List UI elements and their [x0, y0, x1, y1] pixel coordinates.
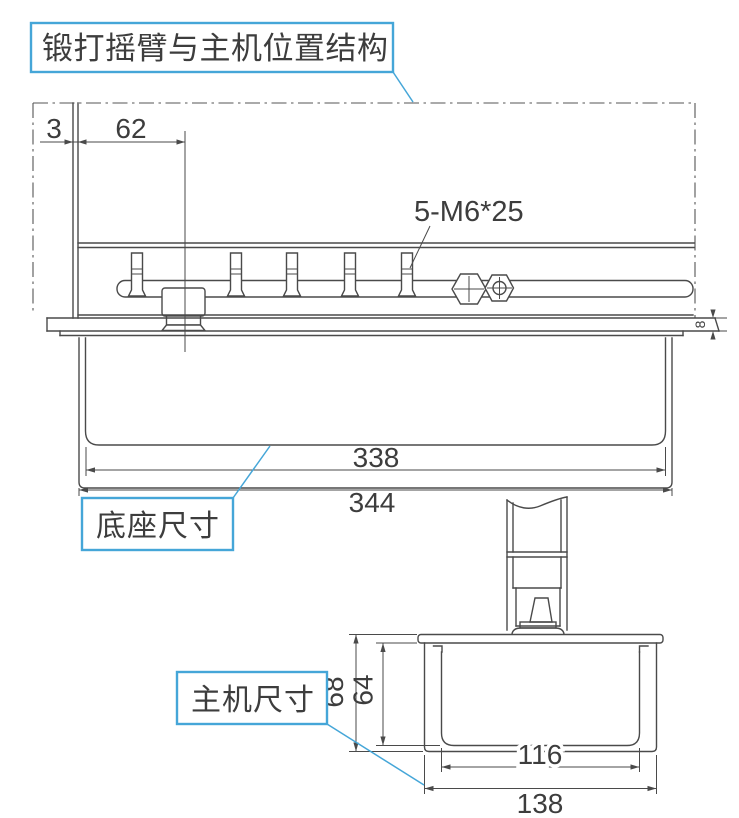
bolt-spec-leader: [409, 225, 431, 269]
bolt-spec-callout: 5-M6*25: [409, 196, 524, 269]
dim-62: 62: [115, 113, 146, 144]
stud-3: [282, 252, 302, 297]
dim-138: 138: [517, 788, 564, 818]
stud-4: [340, 252, 360, 297]
dim-116: 116: [518, 739, 563, 770]
base-leader-line: [232, 445, 271, 499]
dim-base-outer-width: 344: [78, 487, 673, 518]
host-callout-box: [175, 670, 329, 726]
stud-2: [226, 252, 246, 297]
title-callout: 锻打摇臂与主机位置结构: [29, 21, 414, 103]
clamp-block: [160, 287, 207, 332]
host-tray-outer: [423, 642, 658, 753]
rocker-arm-assembly: [72, 102, 695, 332]
hex-bolt-head-1: [451, 273, 487, 305]
base-callout-box: [80, 496, 235, 552]
base-callout: 底座尺寸: [80, 445, 271, 552]
machine-phantom-outline: [32, 102, 696, 318]
rocker-column: [506, 496, 568, 635]
stud-5: [397, 252, 417, 297]
hex-bolt-head-2: [484, 274, 515, 302]
host-unit: [417, 633, 664, 753]
dim-host-inner-width: 116: [441, 736, 640, 774]
host-leader-line: [326, 723, 425, 786]
host-top-plate: [417, 633, 664, 644]
dim-338: 338: [353, 442, 400, 473]
dim-8: 8: [692, 320, 708, 328]
base-plate: [46, 317, 720, 337]
drawing-title: 锻打摇臂与主机位置结构: [42, 31, 389, 66]
host-tray-inner: [440, 651, 641, 747]
title-box: [29, 21, 395, 74]
dim-plate-thickness: 8: [692, 309, 727, 340]
base-callout-label: 底座尺寸: [96, 510, 220, 543]
host-callout-label: 主机尺寸: [191, 684, 315, 717]
stud-1: [127, 252, 147, 297]
base-tray: [78, 337, 673, 489]
title-leader-line: [392, 71, 414, 103]
dim-host-outer-width: 138: [424, 755, 657, 818]
bolt-spec-label: 5-M6*25: [414, 196, 524, 228]
dim-host-inner-height: 64: [348, 642, 440, 746]
column-foot-taper: [529, 597, 553, 623]
dim-344: 344: [349, 487, 396, 518]
dim-base-inner-width: 338: [85, 442, 666, 476]
dim-3: 3: [46, 113, 62, 144]
dim-64: 64: [348, 674, 379, 705]
host-callout: 主机尺寸: [175, 670, 425, 786]
dim-arm-offsets: 3 62: [40, 113, 186, 352]
